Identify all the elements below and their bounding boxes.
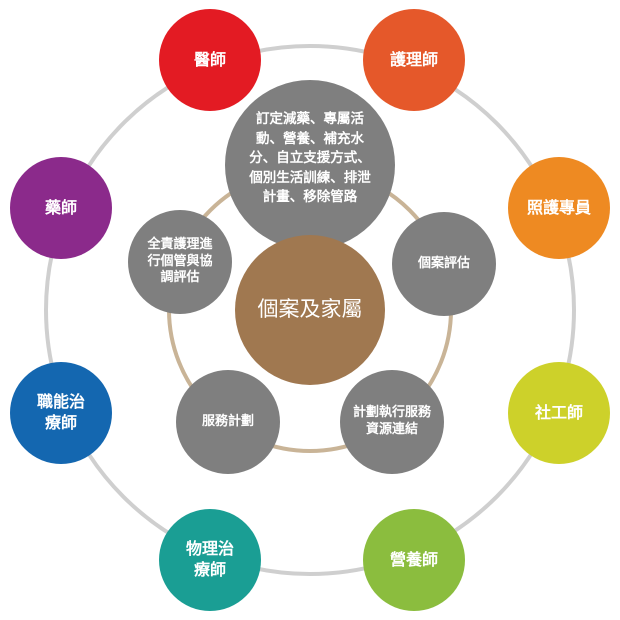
node-case-management: 全責護理進行個管與協調評估 — [128, 210, 232, 314]
node-label: 全責護理進行個管與協調評估 — [147, 236, 213, 286]
node-nutritionist: 營養師 — [363, 509, 465, 611]
node-label: 計劃執行服務資源連結 — [352, 405, 431, 437]
node-label: 營養師 — [389, 549, 438, 569]
node-label: 訂定減藥、專屬活動、營養、補充水分、自立支援方式、個別生活訓練、排泄計畫、移除管… — [249, 111, 371, 206]
node-care-plan-details: 訂定減藥、專屬活動、營養、補充水分、自立支援方式、個別生活訓練、排泄計畫、移除管… — [225, 80, 395, 250]
node-physical-therapist: 物理治療師 — [159, 509, 261, 611]
node-label: 物理治療師 — [185, 539, 234, 579]
node-label: 藥師 — [44, 197, 77, 217]
center-label: 個案及家屬 — [257, 297, 363, 322]
node-label: 服務計劃 — [201, 413, 254, 429]
node-case-assessment: 個案評估 — [392, 212, 496, 316]
node-plan-execution: 計劃執行服務資源連結 — [340, 370, 444, 474]
node-occupational-therapist: 職能治療師 — [10, 362, 112, 464]
node-doctor: 醫師 — [159, 9, 261, 111]
node-label: 職能治療師 — [36, 392, 85, 432]
node-nurse: 護理師 — [363, 9, 465, 111]
node-social-worker: 社工師 — [508, 362, 610, 464]
node-care-specialist: 照護專員 — [508, 157, 610, 259]
node-label: 社工師 — [534, 402, 583, 422]
node-service-plan: 服務計劃 — [176, 370, 280, 474]
center-node: 個案及家屬 — [235, 235, 385, 385]
outer-ring — [44, 44, 576, 576]
node-pharmacist: 藥師 — [10, 157, 112, 259]
node-label: 照護專員 — [526, 197, 591, 217]
node-label: 護理師 — [389, 49, 438, 69]
node-label: 個案評估 — [417, 255, 470, 271]
node-label: 醫師 — [193, 49, 226, 69]
